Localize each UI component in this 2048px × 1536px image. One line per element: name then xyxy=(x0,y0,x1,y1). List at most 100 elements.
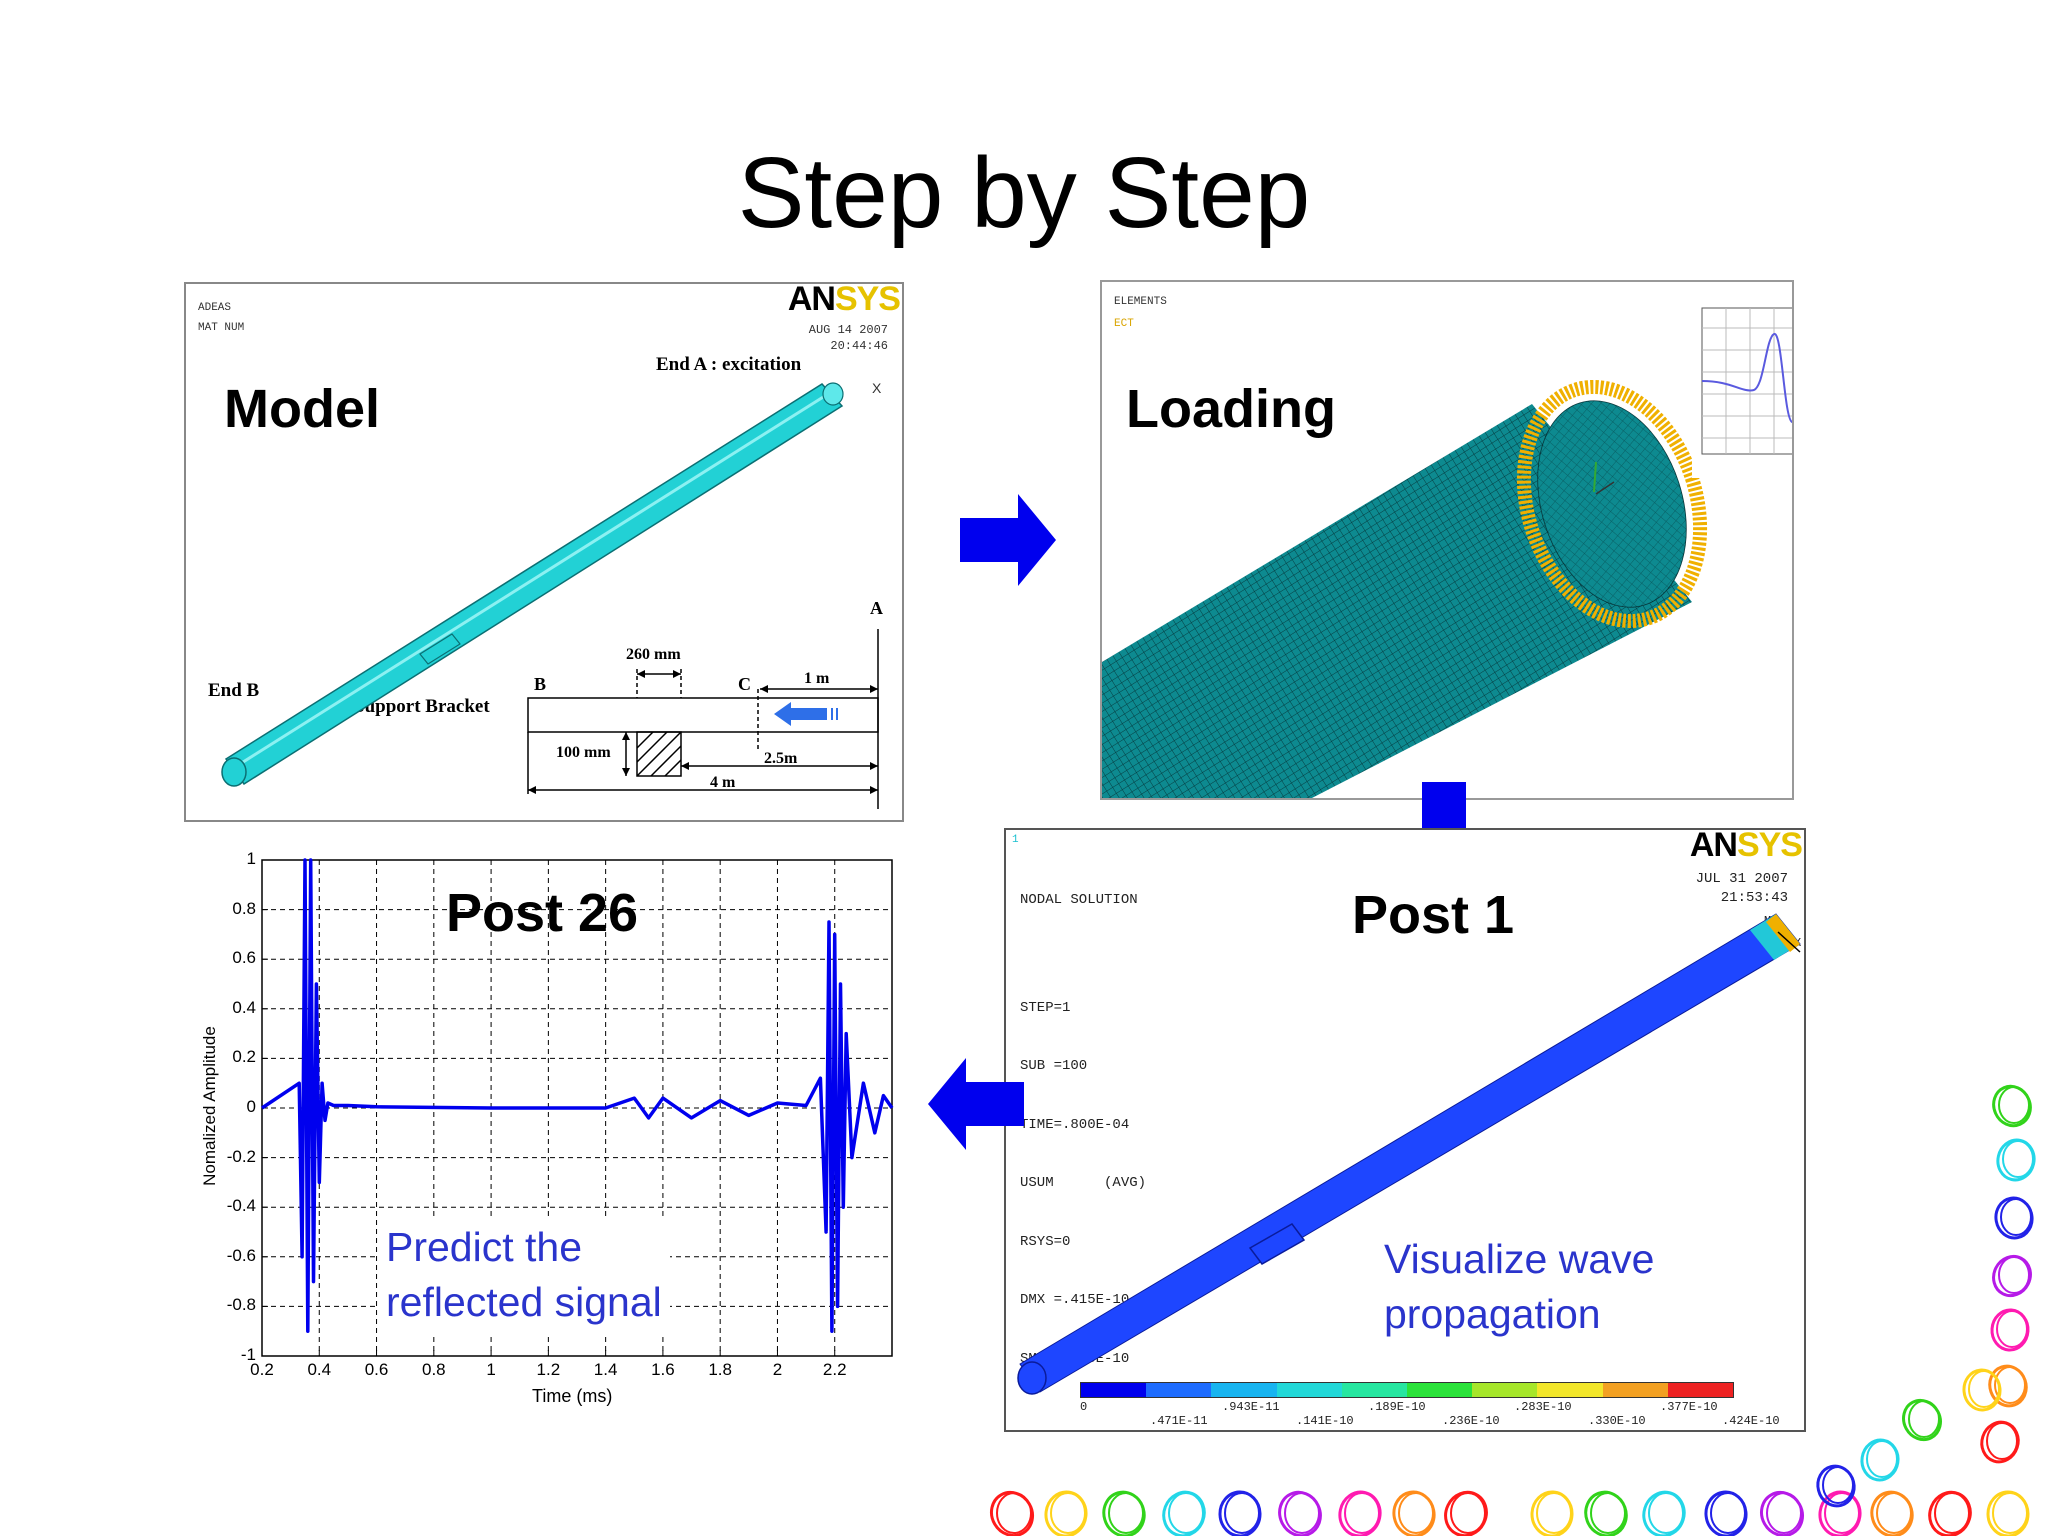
y-tick-label: -1 xyxy=(204,1345,256,1365)
y-tick-label: -0.8 xyxy=(204,1295,256,1315)
scribble-circle-inner xyxy=(1051,1493,1085,1533)
scribble-circle-inner xyxy=(2001,1199,2031,1235)
model-pipe xyxy=(222,383,843,786)
scribble-circle xyxy=(1988,1492,2029,1536)
scribble-circle-inner xyxy=(1591,1493,1625,1533)
scribble-circle-inner xyxy=(1987,1423,2017,1459)
legend-swatch xyxy=(1407,1383,1472,1397)
legend-label: .330E-10 xyxy=(1588,1414,1646,1428)
x-tick-label: 2 xyxy=(757,1360,797,1380)
x-tick-label: 0.8 xyxy=(414,1360,454,1380)
scribble-circle-inner xyxy=(1169,1493,1203,1533)
scribble-circle-inner xyxy=(1999,1087,2029,1123)
scribble-circle-inner xyxy=(1711,1493,1745,1533)
loading-panel: ELEMENTS ECT Loading xyxy=(1100,280,1794,800)
scribble-circle-inner xyxy=(1399,1493,1433,1533)
legend-swatch xyxy=(1081,1383,1146,1397)
dim-label-100: 100 mm xyxy=(556,744,611,762)
scribble-circle xyxy=(1704,1490,1748,1536)
legend-label: .471E-11 xyxy=(1150,1414,1208,1428)
post1-caption-line-2: propagation xyxy=(1384,1287,1654,1342)
scribble-circle-inner xyxy=(1823,1467,1853,1503)
scribble-circle xyxy=(1390,1489,1438,1536)
excitation-arrow xyxy=(774,702,837,726)
scribble-circle xyxy=(1531,1491,1573,1536)
y-tick-label: 0.8 xyxy=(204,899,256,919)
x-tick-label: 0.6 xyxy=(357,1360,397,1380)
dim-label-a: A xyxy=(870,598,883,619)
scribble-circle-inner xyxy=(2003,1141,2033,1177)
scribble-circle xyxy=(1991,1309,2030,1351)
scribble-circle-inner xyxy=(1285,1493,1319,1533)
scribble-circle-inner xyxy=(1935,1493,1969,1533)
dim-label-2-5: 2.5m xyxy=(764,750,797,768)
scribble-circle-inner xyxy=(997,1493,1031,1533)
scribble-circle-inner xyxy=(1969,1371,1999,1407)
x-tick-label: 1.6 xyxy=(643,1360,683,1380)
scribble-circle-inner xyxy=(1451,1493,1485,1533)
scribble-circle-inner xyxy=(1767,1493,1801,1533)
arrow-right xyxy=(958,492,1058,588)
scribble-circle xyxy=(1438,1485,1493,1536)
x-tick-label: 0.4 xyxy=(299,1360,339,1380)
legend-swatch xyxy=(1277,1383,1342,1397)
legend-swatch xyxy=(1211,1383,1276,1397)
legend-label: .943E-11 xyxy=(1222,1400,1280,1414)
scribble-circle xyxy=(1859,1437,1901,1482)
legend-label: .189E-10 xyxy=(1368,1400,1426,1414)
scribble-circle xyxy=(1897,1394,1948,1446)
scribble-circle xyxy=(1336,1488,1384,1536)
scribble-circle-inner xyxy=(1909,1401,1939,1437)
dim-label-c: C xyxy=(738,674,751,695)
scribble-circle xyxy=(1867,1488,1917,1536)
y-tick-label: -0.6 xyxy=(204,1246,256,1266)
legend-label: .424E-10 xyxy=(1722,1414,1780,1428)
scribble-circle xyxy=(1993,1195,2035,1241)
post1-caption: Visualize wave propagation xyxy=(1384,1232,1654,1342)
scribble-circle-inner xyxy=(1997,1311,2027,1347)
scribble-circle xyxy=(1977,1417,2024,1466)
scribble-circle xyxy=(1157,1486,1210,1536)
scribble-circle-inner xyxy=(1825,1493,1859,1533)
scribble-circle xyxy=(1814,1462,1859,1510)
scribble-circle xyxy=(1219,1491,1261,1536)
legend-label: .377E-10 xyxy=(1660,1400,1718,1414)
scribble-circle xyxy=(1987,1250,2037,1302)
x-tick-label: 1 xyxy=(471,1360,511,1380)
post26-xlabel: Time (ms) xyxy=(532,1386,612,1407)
x-tick-label: 1.8 xyxy=(700,1360,740,1380)
scribble-circle-inner xyxy=(1345,1493,1379,1533)
dim-label-260: 260 mm xyxy=(626,646,681,664)
post26-ylabel: Nomalized Amplitude xyxy=(200,1006,220,1206)
scribble-circle-inner xyxy=(1109,1493,1143,1533)
loading-mesh-drawing xyxy=(1102,282,1792,798)
y-tick-label: 0.6 xyxy=(204,948,256,968)
scribble-circle-inner xyxy=(1993,1493,2027,1533)
legend-label: .283E-10 xyxy=(1514,1400,1572,1414)
legend-label: 0 xyxy=(1080,1400,1087,1414)
post1-color-legend xyxy=(1080,1382,1734,1398)
dim-label-b: B xyxy=(534,674,546,695)
arrow-left xyxy=(926,1056,1026,1152)
scribble-circle-inner xyxy=(1995,1367,2025,1403)
slide-title: Step by Step xyxy=(0,136,2048,251)
post1-legend-bottom-labels: .471E-11 .141E-10 .236E-10 .330E-10 .424… xyxy=(1080,1414,1800,1430)
scribble-circle xyxy=(1043,1490,1088,1536)
scribble-circle xyxy=(1638,1487,1689,1536)
post1-panel: 1 NODAL SOLUTION STEP=1 SUB =100 TIME=.8… xyxy=(1004,828,1806,1432)
x-tick-label: 1.4 xyxy=(586,1360,626,1380)
scribble-circle-inner xyxy=(1649,1493,1683,1533)
post26-heading: Post 26 xyxy=(446,882,638,944)
model-panel: ADEAS MAT NUM ANSYS AUG 14 2007 20:44:46… xyxy=(184,282,904,822)
scribble-circle-inner xyxy=(1225,1493,1259,1533)
dim-label-4m: 4 m xyxy=(710,774,735,792)
x-tick-label: 1.2 xyxy=(528,1360,568,1380)
scribble-circle xyxy=(1984,1361,2031,1411)
scribble-circle xyxy=(1923,1486,1977,1536)
legend-swatch xyxy=(1537,1383,1602,1397)
post26-caption-line-2: reflected signal xyxy=(386,1275,662,1330)
post26-caption: Predict the reflected signal xyxy=(378,1216,670,1334)
loading-inset-chart xyxy=(1692,298,1794,478)
scribble-circle xyxy=(984,1485,1041,1536)
